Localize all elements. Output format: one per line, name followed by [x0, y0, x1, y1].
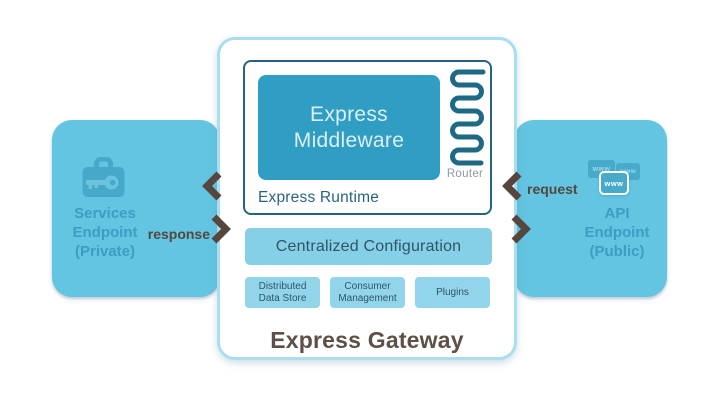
api-endpoint-line3: (Public): [589, 243, 645, 260]
consumer-management-box: Consumer Management: [330, 277, 405, 308]
services-endpoint-title: Services Endpoint (Private): [49, 204, 161, 261]
services-endpoint-panel: [52, 120, 220, 297]
middleware-label-line2: Middleware: [293, 128, 405, 152]
express-runtime-box: Express Middleware Router Express Runtim…: [243, 60, 492, 215]
services-endpoint-line2: Endpoint: [72, 224, 138, 241]
centralized-configuration-label: Centralized Configuration: [275, 237, 462, 255]
express-gateway-card: Express Middleware Router Express Runtim…: [217, 37, 517, 360]
router-coil-icon: [450, 69, 486, 166]
services-endpoint-line3: (Private): [74, 243, 136, 260]
consumer-management-line2: Management: [338, 292, 397, 304]
briefcase-key-icon: [82, 157, 125, 197]
www-label: www: [619, 168, 637, 175]
response-to-client-chevron-right-icon: [511, 214, 531, 244]
api-endpoint-line2: Endpoint: [584, 224, 650, 241]
middleware-label-line1: Express: [310, 102, 388, 126]
browser-windows-icon: www www www: [588, 155, 640, 201]
distributed-data-store-box: Distributed Data Store: [245, 277, 320, 308]
browser-window-front-icon: www: [599, 171, 629, 195]
express-gateway-title: Express Gateway: [270, 327, 464, 353]
request-into-gateway-chevron-left-icon: [502, 171, 522, 201]
www-label: www: [592, 165, 611, 173]
response-into-gateway-chevron-right-icon: [211, 214, 231, 244]
response-label: response: [147, 226, 210, 242]
centralized-configuration-bar: Centralized Configuration: [245, 228, 492, 265]
distributed-data-store-line1: Distributed: [258, 280, 307, 292]
distributed-data-store-line2: Data Store: [258, 292, 307, 304]
express-runtime-label: Express Runtime: [258, 189, 380, 206]
router-label: Router: [446, 168, 484, 180]
request-label: request: [527, 181, 578, 197]
plugins-label: Plugins: [436, 286, 469, 298]
api-endpoint-panel: [514, 120, 667, 297]
api-endpoint-title: API Endpoint (Public): [561, 204, 673, 261]
api-endpoint-line1: API: [604, 205, 630, 222]
plugins-box: Plugins: [415, 277, 490, 308]
services-endpoint-line1: Services: [74, 205, 136, 222]
consumer-management-line1: Consumer: [344, 280, 391, 292]
express-middleware-box: Express Middleware: [258, 75, 440, 180]
www-label: www: [604, 178, 624, 188]
request-to-services-chevron-left-icon: [202, 171, 222, 201]
